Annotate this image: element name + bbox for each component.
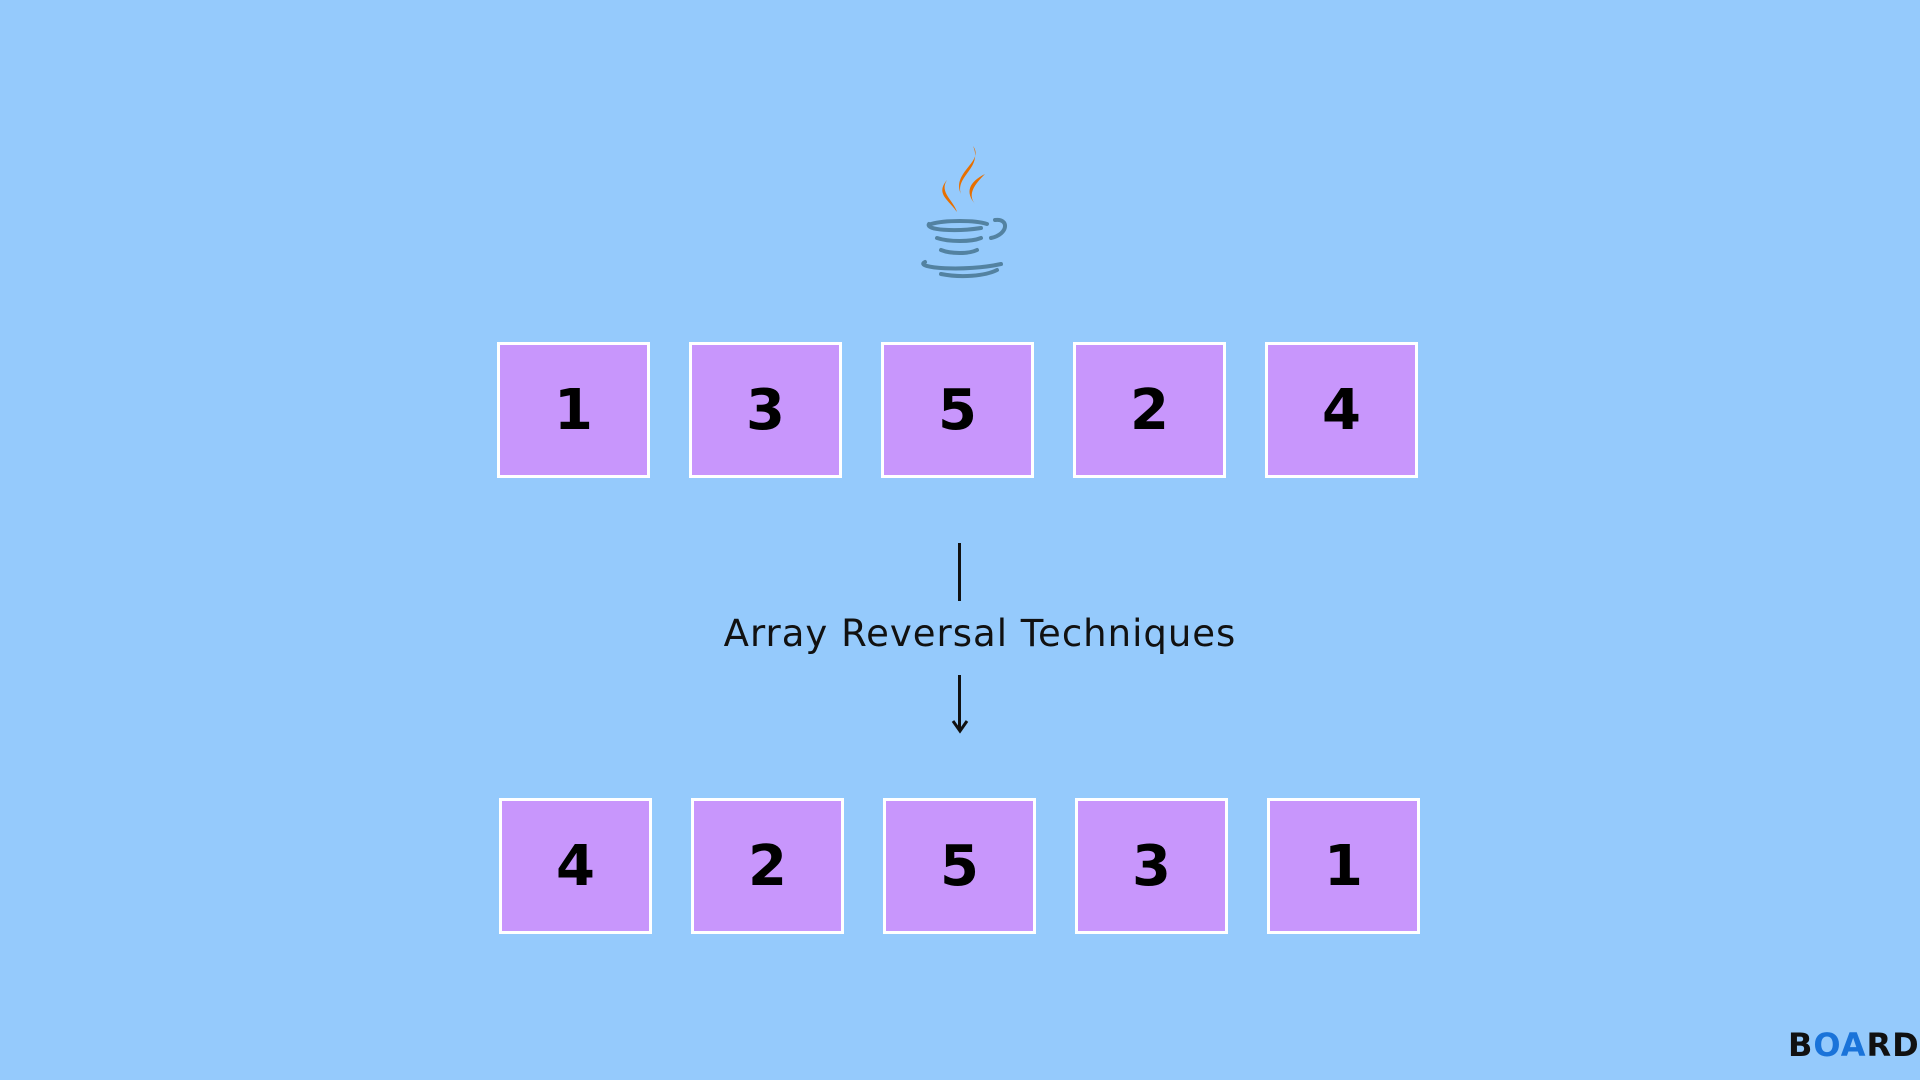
brand-prefix: B	[1788, 1026, 1814, 1064]
array-cell: 3	[689, 342, 842, 478]
array-cell: 2	[1073, 342, 1226, 478]
brand-logo: BOARD	[1788, 1026, 1920, 1064]
original-array: 1 3 5 2 4	[0, 342, 1920, 478]
java-logo-icon	[921, 146, 1007, 279]
caption: Array Reversal Techniques	[723, 612, 1237, 655]
brand-suffix: RD	[1866, 1026, 1920, 1064]
array-cell: 5	[883, 798, 1036, 934]
arrow-down-icon	[951, 720, 969, 734]
reversed-array: 4 2 5 3 1	[0, 798, 1920, 934]
brand-middle: OA	[1813, 1026, 1867, 1064]
array-cell: 4	[1265, 342, 1418, 478]
array-cell: 2	[691, 798, 844, 934]
arrow-shaft	[958, 675, 961, 730]
array-cell: 3	[1075, 798, 1228, 934]
array-cell: 5	[881, 342, 1034, 478]
array-cell: 4	[499, 798, 652, 934]
array-cell: 1	[1267, 798, 1420, 934]
array-cell: 1	[497, 342, 650, 478]
connector-line	[958, 543, 961, 601]
